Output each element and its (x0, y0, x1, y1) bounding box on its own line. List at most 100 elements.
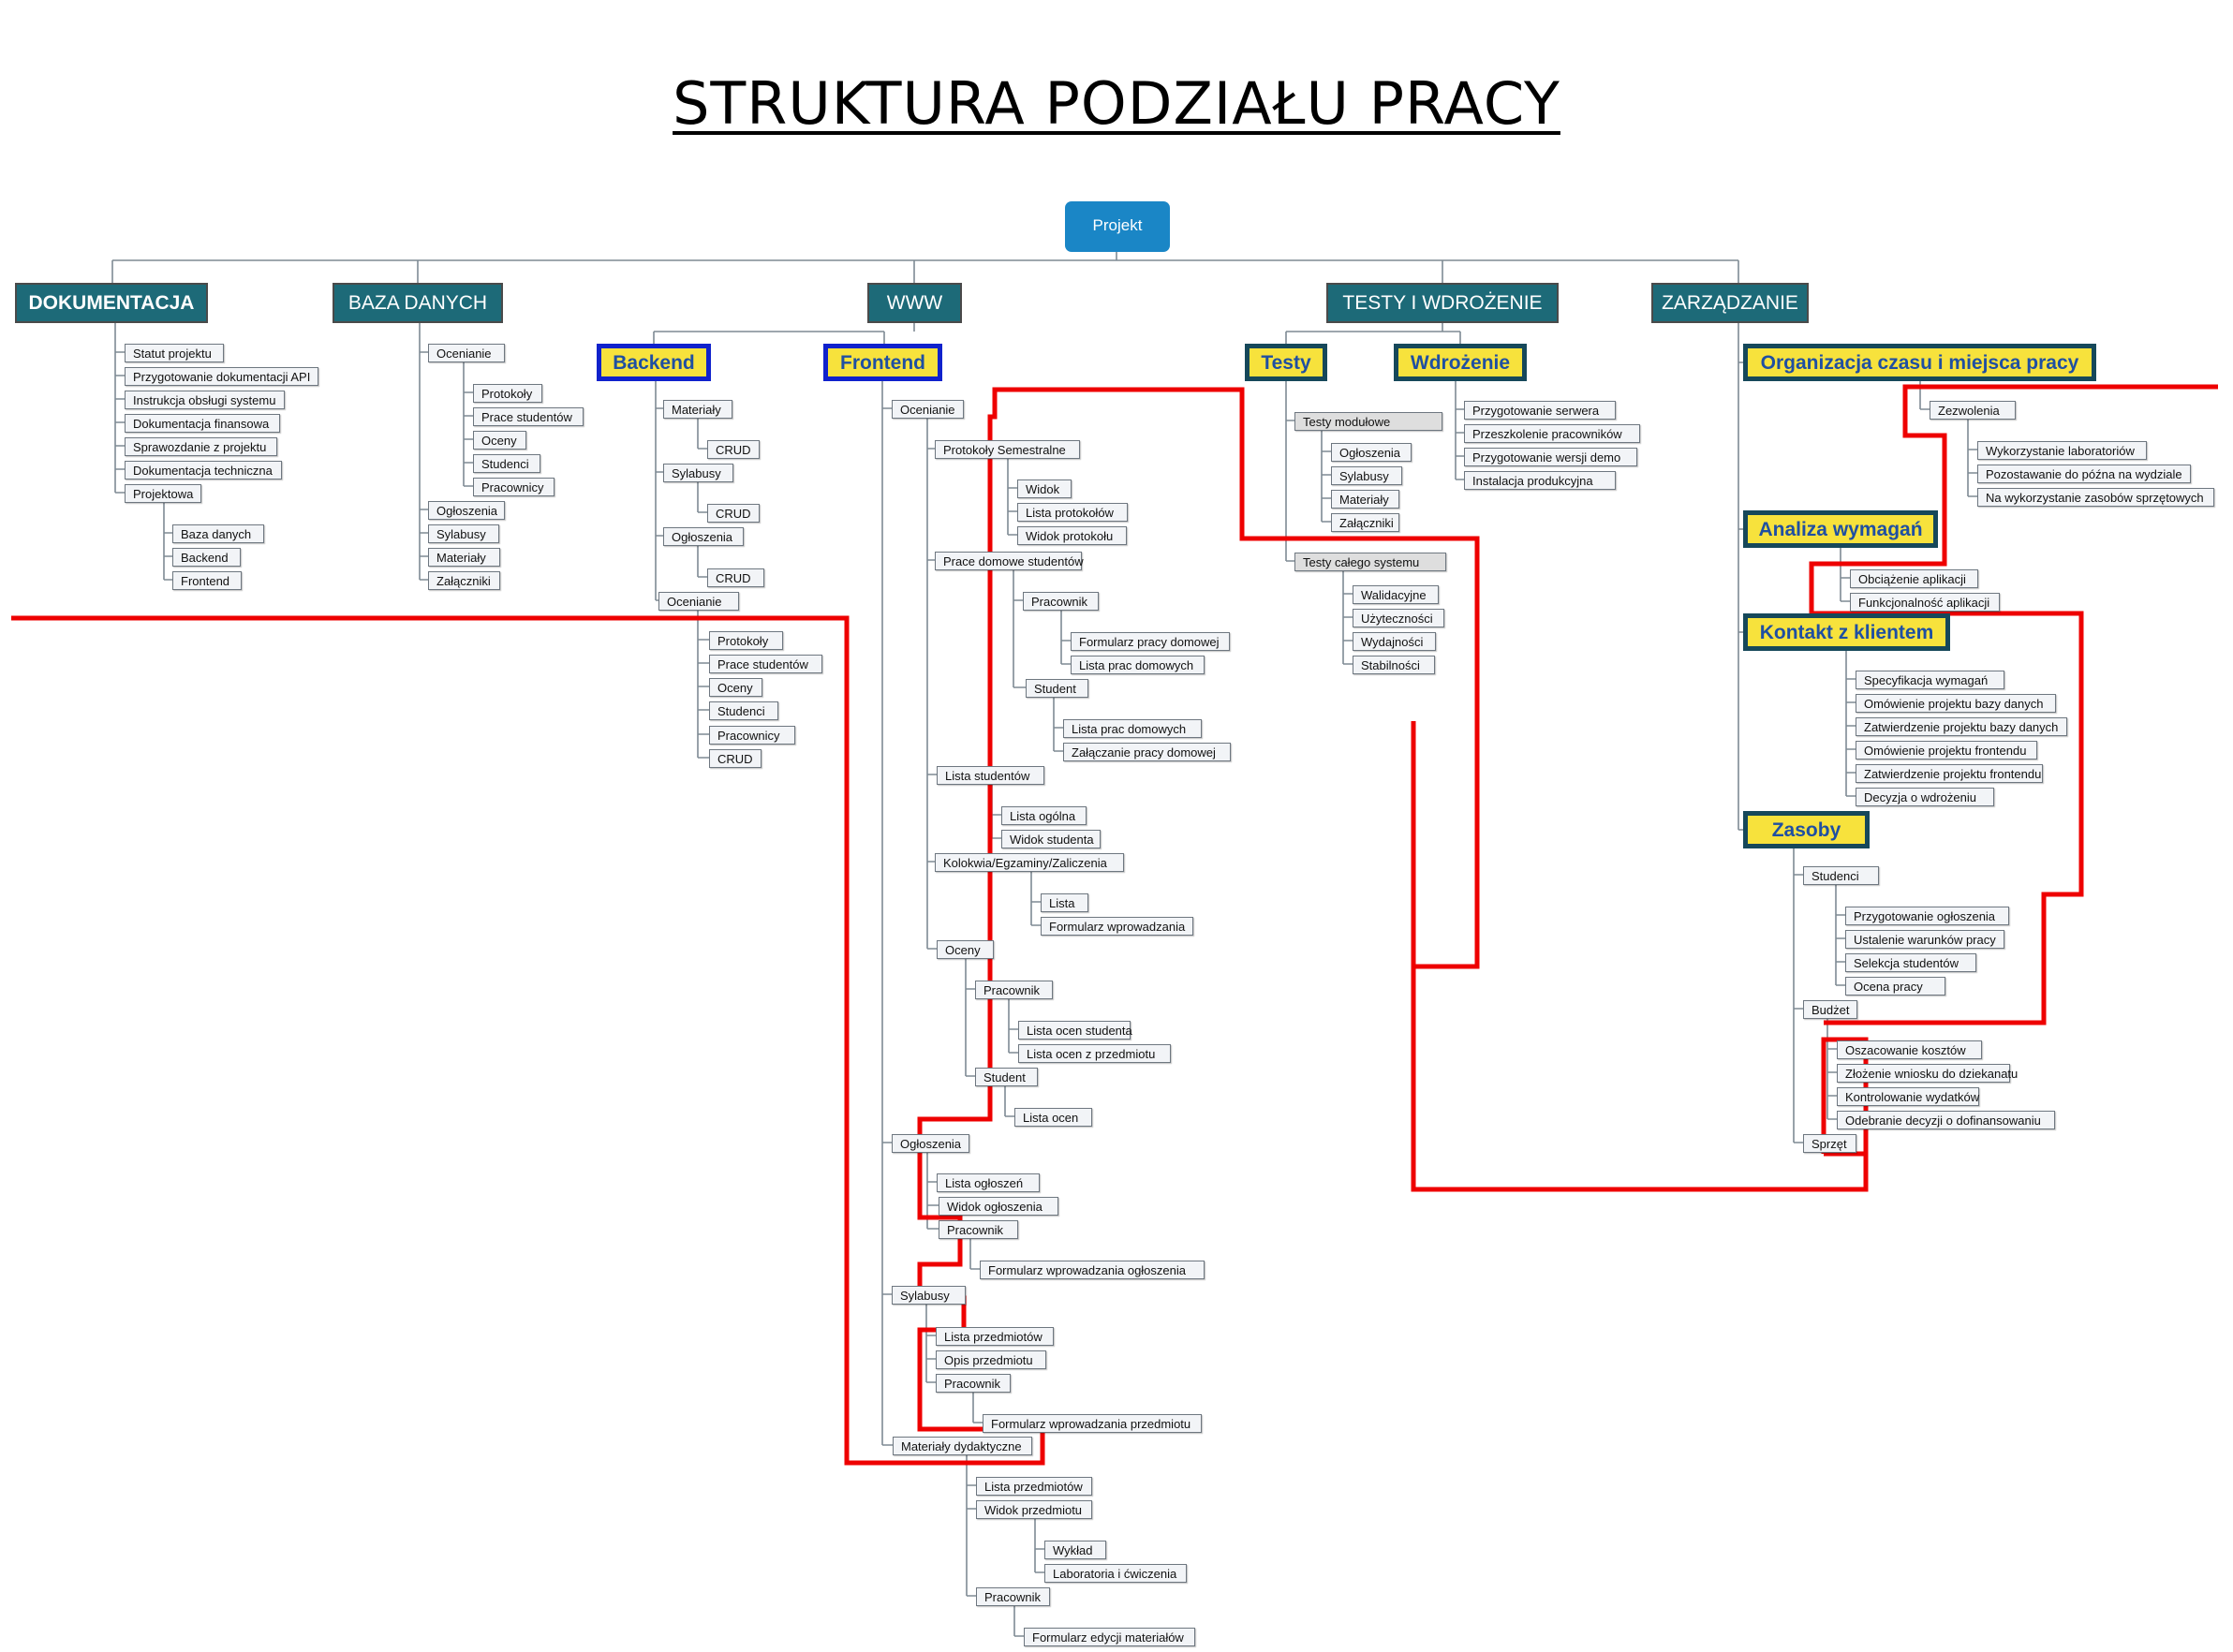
diagram-title: STRUKTURA PODZIAŁU PRACY (673, 69, 1560, 138)
leaf-node: Formularz wprowadzania ogłoszenia (980, 1261, 1205, 1279)
leaf-node: Oceny (937, 940, 994, 959)
connector-line (463, 361, 473, 487)
connector-line (163, 502, 172, 581)
subcategory-backend: Backend (597, 344, 711, 381)
connector-line (1835, 884, 1845, 986)
leaf-node: Protokoły (473, 384, 542, 403)
leaf-node: Studenci (1803, 866, 1879, 885)
leaf-node: Załączniki (428, 571, 500, 590)
leaf-node: Materiały dydaktyczne (893, 1437, 1032, 1455)
leaf-node: Pracownicy (709, 726, 795, 745)
leaf-node: Budżet (1803, 1000, 1857, 1019)
leaf-node: Lista prac domowych (1063, 719, 1202, 738)
connector-line (1060, 610, 1071, 665)
connector-line (969, 1238, 980, 1270)
leaf-node: Pracownicy (473, 478, 555, 496)
leaf-node: Wykład (1044, 1541, 1106, 1559)
category-zarzadzanie: ZARZĄDZANIE (1651, 283, 1809, 323)
leaf-node: Testy całego systemu (1294, 553, 1446, 571)
leaf-node: Użyteczności (1353, 609, 1444, 627)
leaf-node: Dokumentacja techniczna (125, 461, 282, 479)
subcategory-zasoby: Zasoby (1743, 811, 1870, 848)
leaf-node: Materiały (428, 548, 500, 567)
leaf-node: Stabilności (1353, 656, 1435, 674)
leaf-node: Wydajności (1353, 632, 1436, 651)
category-testy-i-wdrozenie: TESTY I WDROŻENIE (1326, 283, 1559, 323)
leaf-node: Lista (1041, 893, 1088, 912)
connector-line (1013, 1605, 1024, 1637)
subcategory-wdrozenie: Wdrożenie (1394, 344, 1527, 381)
leaf-node: Ogłoszenia (428, 501, 505, 520)
leaf-node: Sylabusy (1331, 466, 1402, 485)
leaf-node: Ocena pracy (1845, 977, 1945, 996)
connector-line (1321, 430, 1331, 523)
connector-line (881, 381, 893, 1446)
connector-line (697, 545, 707, 578)
leaf-node: Lista prac domowych (1071, 656, 1205, 674)
subcategory-analiza-wymagan: Analiza wymagań (1743, 510, 1938, 548)
leaf-node: Lista ogólna (1001, 806, 1087, 825)
leaf-node: Na wykorzystanie zasobów sprzętowych (1977, 488, 2214, 507)
leaf-node: Dokumentacja finansowa (125, 414, 280, 433)
connector-line (1053, 697, 1063, 752)
category-dokumentacja: DOKUMENTACJA (15, 283, 208, 323)
leaf-node: Załączanie pracy domowej (1063, 743, 1231, 761)
leaf-node: Sylabusy (428, 524, 499, 543)
leaf-node: Prace studentów (473, 407, 584, 426)
leaf-node: Złożenie wniosku do dziekanatu (1837, 1064, 2018, 1083)
leaf-node: Materiały (1331, 490, 1399, 509)
leaf-node: Ogłoszenia (663, 527, 744, 546)
subcategory-kontakt-z-klientem: Kontakt z klientem (1743, 613, 1950, 651)
leaf-node: Pracownik (1023, 592, 1099, 611)
leaf-node: Lista ocen studenta (1018, 1021, 1132, 1040)
category-www: WWW (867, 283, 962, 323)
leaf-node: Zatwierdzenie projektu frontendu (1856, 764, 2043, 783)
leaf-node: Przygotowanie serwera (1464, 401, 1616, 420)
connector-line (697, 481, 707, 513)
leaf-node: Statut projektu (125, 344, 224, 362)
leaf-node: Pracownik (976, 1587, 1050, 1606)
leaf-node: Pracownik (939, 1220, 1018, 1239)
leaf-node: Widok przedmiotu (976, 1500, 1092, 1519)
connector-line (1007, 458, 1017, 536)
leaf-node: Kontrolowanie wydatków (1837, 1087, 1979, 1106)
connector-line (655, 381, 663, 601)
leaf-node: Protokoły (709, 631, 783, 650)
leaf-node: Przygotowanie wersji demo (1464, 448, 1637, 466)
leaf-node: Omówienie projektu bazy danych (1856, 694, 2056, 713)
connector-line (1013, 569, 1026, 688)
connector-line (1455, 381, 1464, 480)
connector-line (1845, 651, 1856, 797)
leaf-node: Laboratoria i ćwiczenia (1044, 1564, 1187, 1583)
connector-line (1826, 1018, 1837, 1120)
connector-line (1034, 1518, 1044, 1573)
leaf-node: Obciążenie aplikacji (1850, 569, 1978, 588)
leaf-node: CRUD (707, 440, 760, 459)
leaf-node: Lista przedmiotów (936, 1327, 1054, 1346)
leaf-node: Wykorzystanie laboratoriów (1977, 441, 2147, 460)
leaf-node: Lista przedmiotów (976, 1477, 1092, 1496)
leaf-node: Student (975, 1068, 1038, 1086)
leaf-node: Sprzęt (1803, 1134, 1856, 1153)
leaf-node: CRUD (707, 504, 760, 523)
leaf-node: Ocenianie (658, 592, 739, 611)
leaf-node: Pracownik (936, 1374, 1011, 1393)
leaf-node: Lista protokołów (1017, 503, 1128, 522)
leaf-node: Formularz pracy domowej (1071, 632, 1230, 651)
leaf-node: Backend (172, 548, 241, 567)
leaf-node: Opis przedmiotu (936, 1350, 1046, 1369)
connector-line (1004, 1085, 1014, 1117)
leaf-node: Oceny (709, 678, 762, 697)
connector-line (991, 784, 1001, 839)
leaf-node: Instrukcja obsługi systemu (125, 391, 285, 409)
connector-line (697, 418, 707, 450)
leaf-node: Formularz edycji materiałów (1024, 1628, 1195, 1646)
leaf-node: Widok ogłoszenia (939, 1197, 1058, 1216)
leaf-node: CRUD (707, 568, 764, 587)
leaf-node: Oszacowanie kosztów (1837, 1040, 1982, 1059)
leaf-node: Zatwierdzenie projektu bazy danych (1856, 717, 2067, 736)
connector-line (965, 958, 975, 1077)
connector-line (1738, 323, 1743, 831)
highlight-outline (11, 387, 1869, 1466)
root-node: Projekt (1065, 201, 1170, 252)
